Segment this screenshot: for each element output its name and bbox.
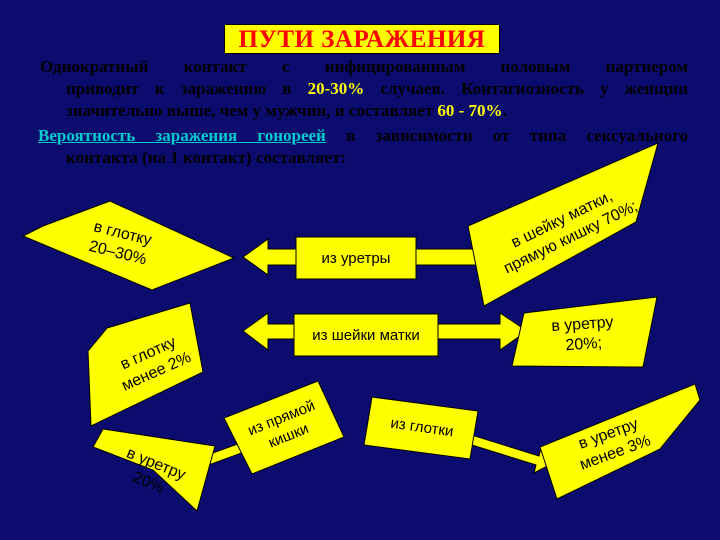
paragraph2-line1: Вероятность заражения гонореей в зависим… xyxy=(38,125,688,147)
paragraph1-line2: приводит к заражению в 20-30% случаев. К… xyxy=(66,78,688,100)
target-urethra-20-cervix-label-1: в уретру xyxy=(551,314,614,335)
paragraph1-line2-end: случаев. Контагиозность у женщин xyxy=(364,79,688,98)
paragraph2-line1-end: в зависимости от типа сексуального xyxy=(325,126,688,145)
source-urethra-label: из уретры xyxy=(322,250,391,267)
target-urethra-20-cervix-shape xyxy=(511,296,658,368)
title-box xyxy=(224,24,500,54)
paragraph1-line3-end: . xyxy=(502,101,507,120)
infection-rate-percent: 20-30% xyxy=(307,79,365,98)
paragraph1-line3-start: значительно выше, чем у мужчин, и состав… xyxy=(66,101,438,120)
target-pharynx-2030-shape xyxy=(21,200,236,291)
target-urethra-20-cervix-label-2: 20%; xyxy=(565,335,603,355)
paragraph1-line2-start: приводит к заражению в xyxy=(66,79,308,98)
source-rectum-box xyxy=(223,380,345,475)
paragraph1-line1: Однократный контакт с инфицированным пол… xyxy=(40,57,688,76)
target-urethra-3-shape xyxy=(539,383,701,500)
source-urethra-box xyxy=(295,236,417,280)
source-cervix-box xyxy=(293,313,439,357)
target-cervix-rectum-shape xyxy=(467,142,659,307)
page-title: ПУТИ ЗАРАЖЕНИЯ xyxy=(238,26,486,53)
source-pharynx-box xyxy=(363,396,479,460)
gonorrhea-probability-link[interactable]: Вероятность заражения гонореей xyxy=(38,126,326,145)
source-cervix-label: из шейки матки xyxy=(312,327,419,344)
paragraph2-line2: контакта (на 1 контакт) составляет: xyxy=(66,148,346,167)
paragraph1-line3: значительно выше, чем у мужчин, и состав… xyxy=(66,100,646,122)
target-urethra-20-rectum-shape xyxy=(92,428,216,512)
contagiousness-percent: 60 - 70% xyxy=(437,101,503,120)
target-pharynx-2-shape xyxy=(87,302,204,427)
